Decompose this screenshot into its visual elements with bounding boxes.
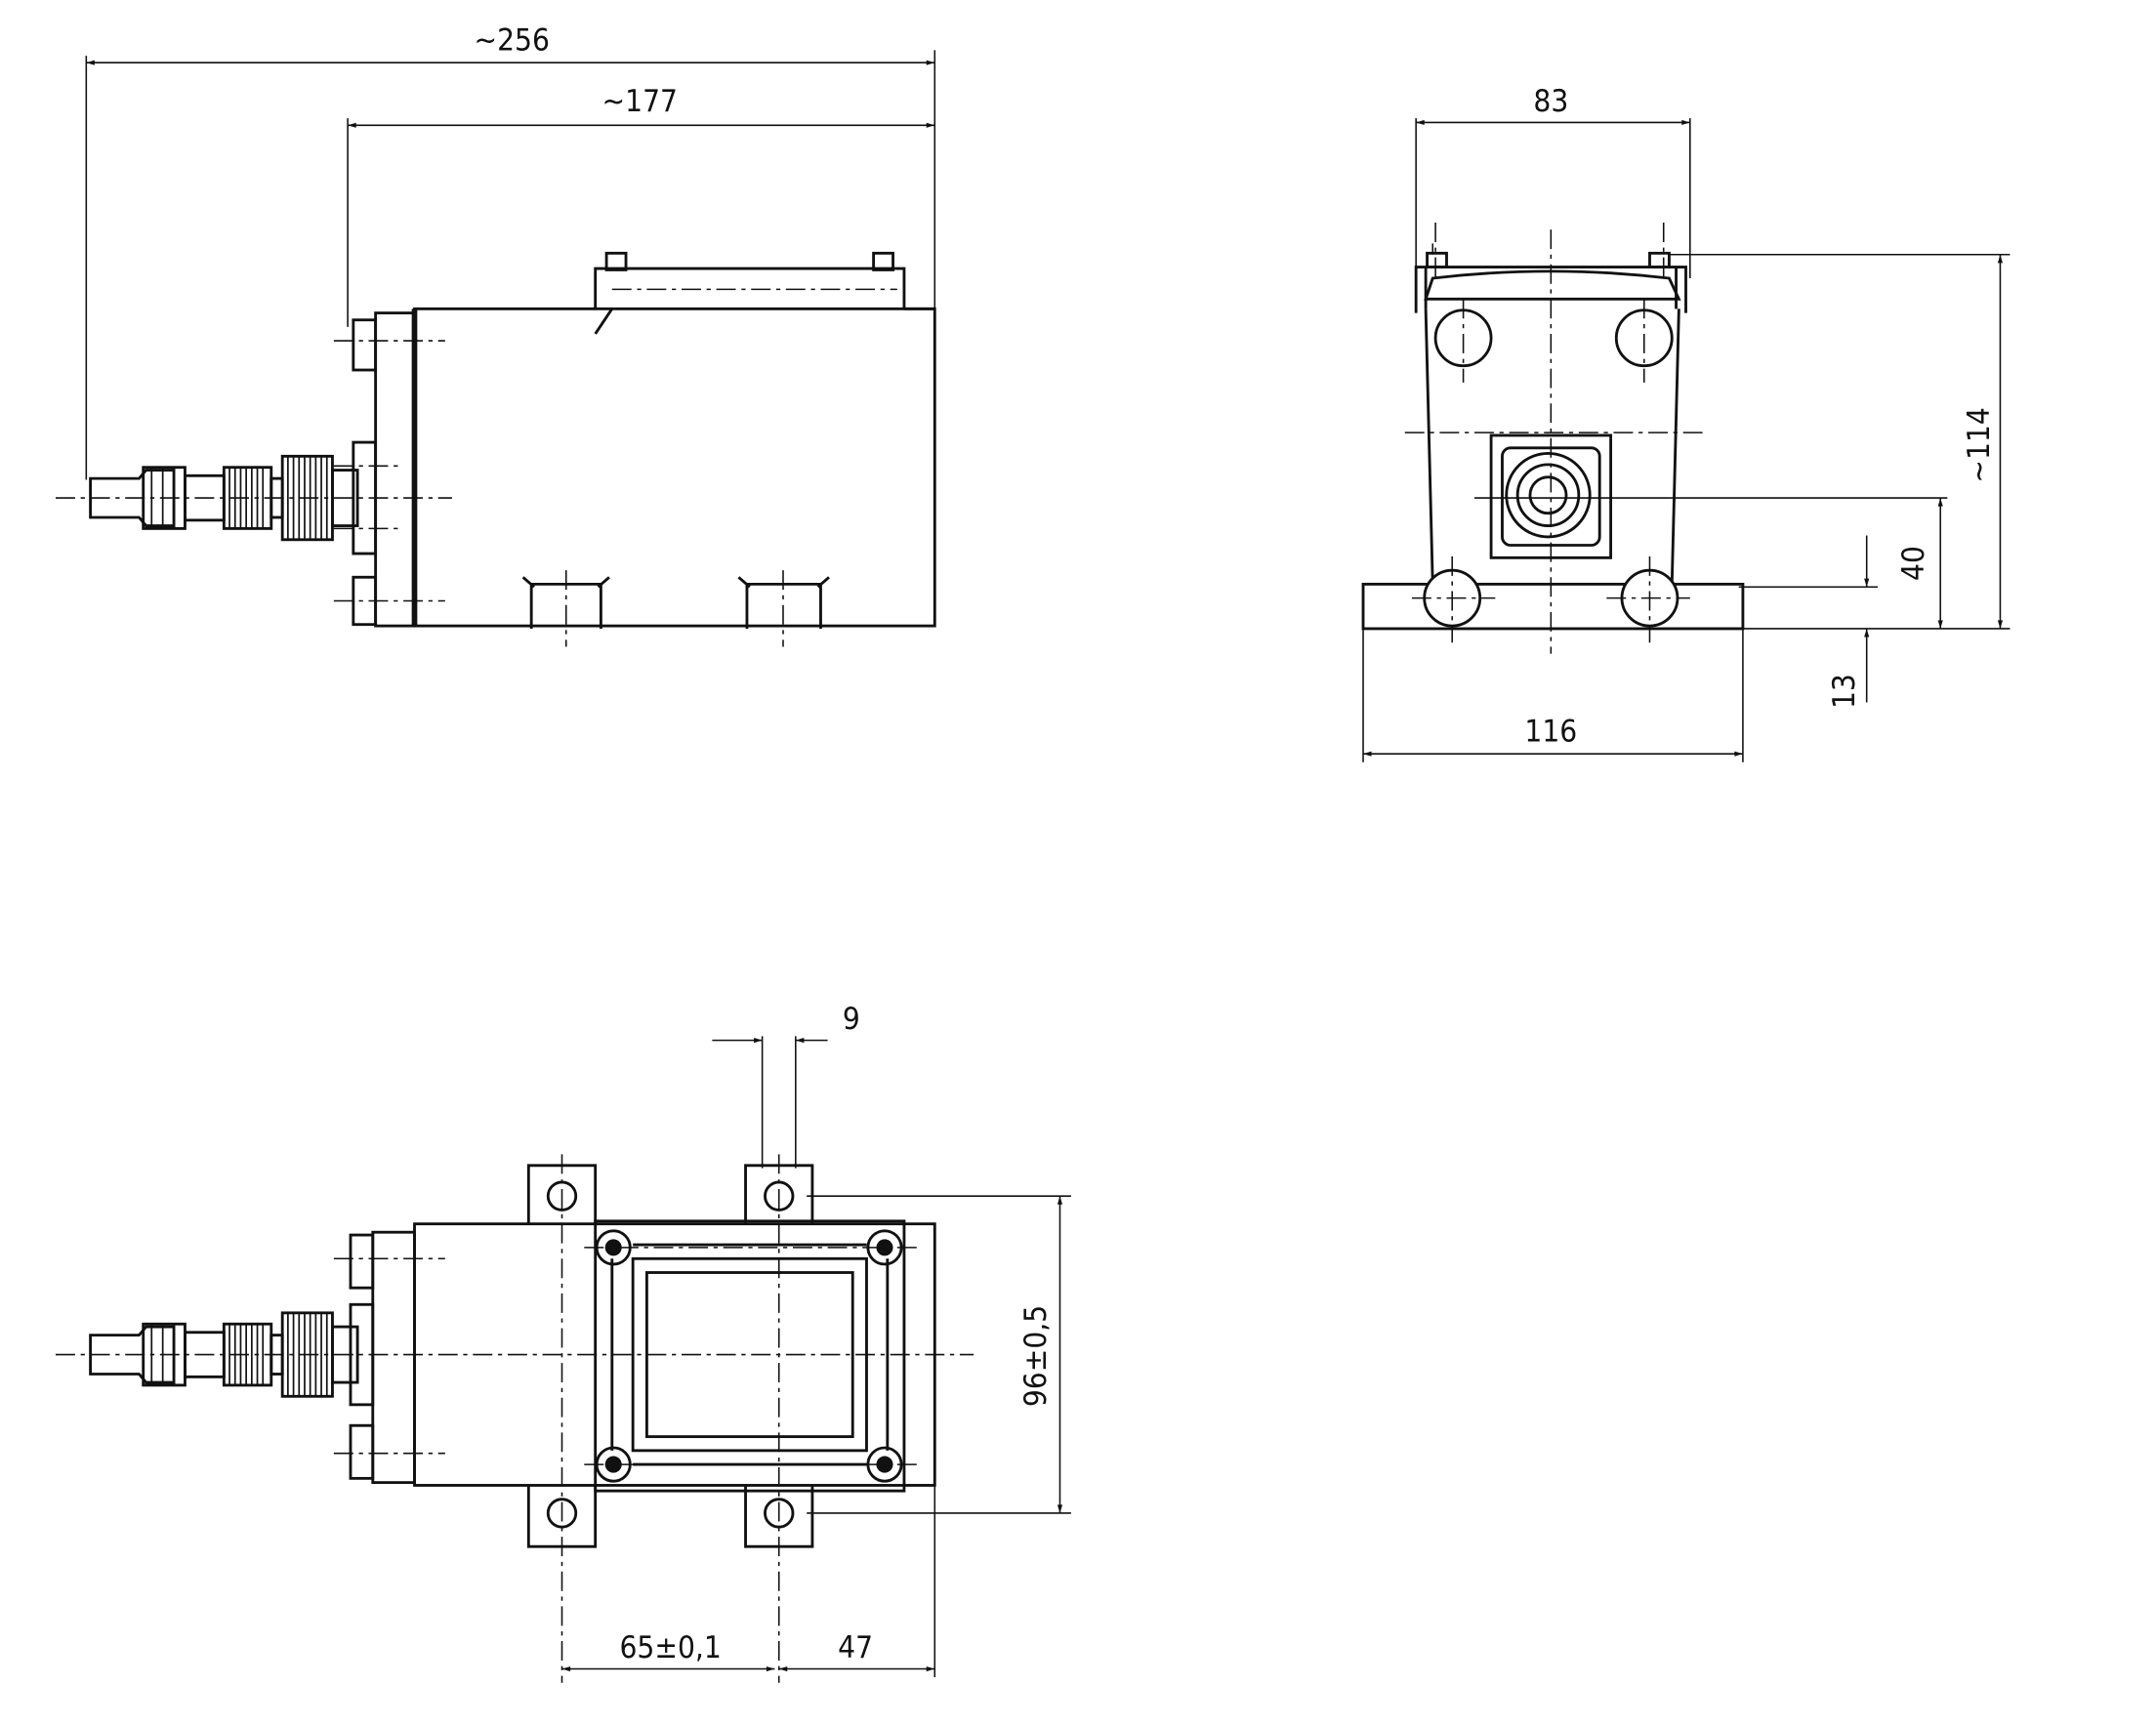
front-view: 83 ~114 40 13 116: [1361, 84, 2011, 762]
dimension-height: ~114: [1962, 407, 1997, 482]
side-view: ~256 ~177: [55, 22, 936, 647]
dimension-rear-offset: 47: [838, 1630, 873, 1665]
dimension-axis-height: 40: [1896, 546, 1931, 581]
dimension-base-width: 116: [1524, 714, 1577, 749]
plan-view: 9 96±0,5 65±0,1 47: [55, 1002, 1071, 1683]
dimension-hole-spacing-y: 96±0,5: [1018, 1305, 1054, 1407]
dimension-bracket-width: 83: [1533, 84, 1568, 119]
dimension-overall-length: ~256: [475, 22, 550, 58]
dimension-foot-width: 9: [843, 1002, 860, 1037]
dimension-body-length: ~177: [602, 84, 678, 119]
dimension-hole-spacing-x: 65±0,1: [619, 1630, 721, 1665]
dimension-base-thickness: 13: [1827, 674, 1862, 709]
